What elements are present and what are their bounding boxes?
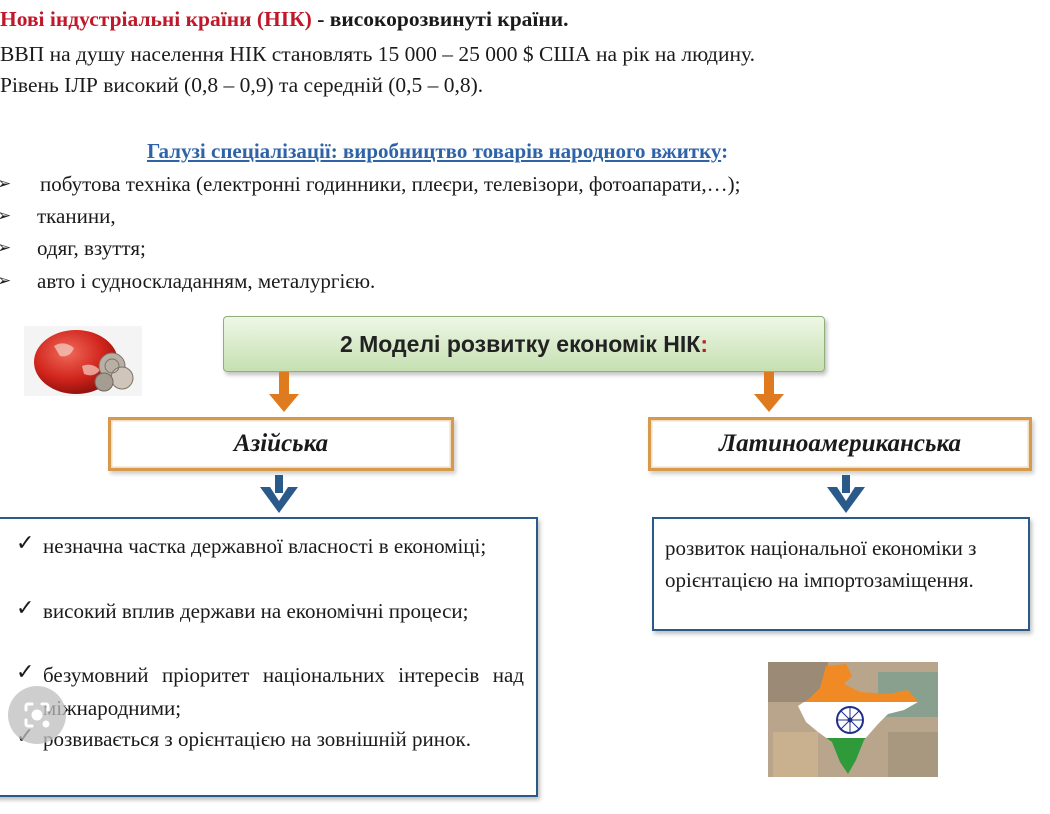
asian-model-item: розвивається з орієнтацією на зовнішній … bbox=[43, 727, 471, 751]
asian-model-label: Азійська bbox=[108, 417, 454, 471]
lens-search-button[interactable] bbox=[8, 686, 66, 744]
down-arrow-icon bbox=[754, 372, 784, 412]
checkmark-icon: ✓ bbox=[16, 659, 35, 684]
gdp-line: ВВП на душу населення НІК становлять 15 … bbox=[0, 42, 755, 66]
specialization-item-text: побутова техніка (електронні годинники, … bbox=[40, 172, 741, 196]
india-flag-map-image bbox=[768, 662, 938, 777]
asian-model-item: незначна частка державної власності в ек… bbox=[43, 534, 487, 558]
models-title-box: 2 Моделі розвитку економік НІК: bbox=[223, 316, 825, 372]
chevron-down-icon bbox=[827, 475, 865, 513]
heading-nik: Нові індустріальні країни (НІК) - високо… bbox=[0, 6, 569, 32]
latin-american-model-label: Латиноамериканська bbox=[648, 417, 1032, 471]
specialization-item-text: тканини, bbox=[37, 204, 116, 228]
checkmark-icon: ✓ bbox=[16, 530, 35, 555]
asian-model-item: безумовний пріоритет національних інтере… bbox=[43, 663, 524, 720]
asian-model-list-box bbox=[0, 517, 538, 797]
arrowhead-bullet-icon: ➢ bbox=[0, 271, 12, 290]
down-arrow-icon bbox=[269, 372, 299, 412]
heading-rest-part: - високорозвинуті країни. bbox=[311, 7, 569, 31]
arrowhead-bullet-icon: ➢ bbox=[0, 206, 12, 225]
latin-american-model-text: розвиток національної економіки з орієнт… bbox=[665, 536, 977, 592]
arrowhead-bullet-icon: ➢ bbox=[0, 238, 12, 257]
lens-search-icon bbox=[24, 702, 50, 728]
specialization-title-text: Галузі спеціалізації: виробництво товарі… bbox=[147, 139, 722, 163]
specialization-item-text: одяг, взуття; bbox=[37, 236, 146, 260]
models-title-colon: : bbox=[700, 330, 709, 357]
checkmark-icon: ✓ bbox=[16, 595, 35, 620]
specialization-title-colon: : bbox=[721, 139, 729, 163]
globe-coins-image bbox=[24, 326, 142, 396]
arrowhead-bullet-icon: ➢ bbox=[0, 174, 12, 193]
chevron-down-icon bbox=[260, 475, 298, 513]
specialization-item-text: авто і судноскладанням, металургією. bbox=[37, 269, 376, 293]
heading-red-part: Нові індустріальні країни (НІК) bbox=[0, 7, 312, 31]
asian-model-item: високий вплив держави на економічні проц… bbox=[43, 599, 469, 623]
specialization-title: Галузі спеціалізації: виробництво товарі… bbox=[147, 139, 728, 164]
hdi-line: Рівень ІЛР високий (0,8 – 0,9) та середн… bbox=[0, 73, 484, 97]
latin-american-model-box bbox=[652, 517, 1030, 631]
models-title: 2 Моделі розвитку економік НІК bbox=[339, 330, 701, 357]
